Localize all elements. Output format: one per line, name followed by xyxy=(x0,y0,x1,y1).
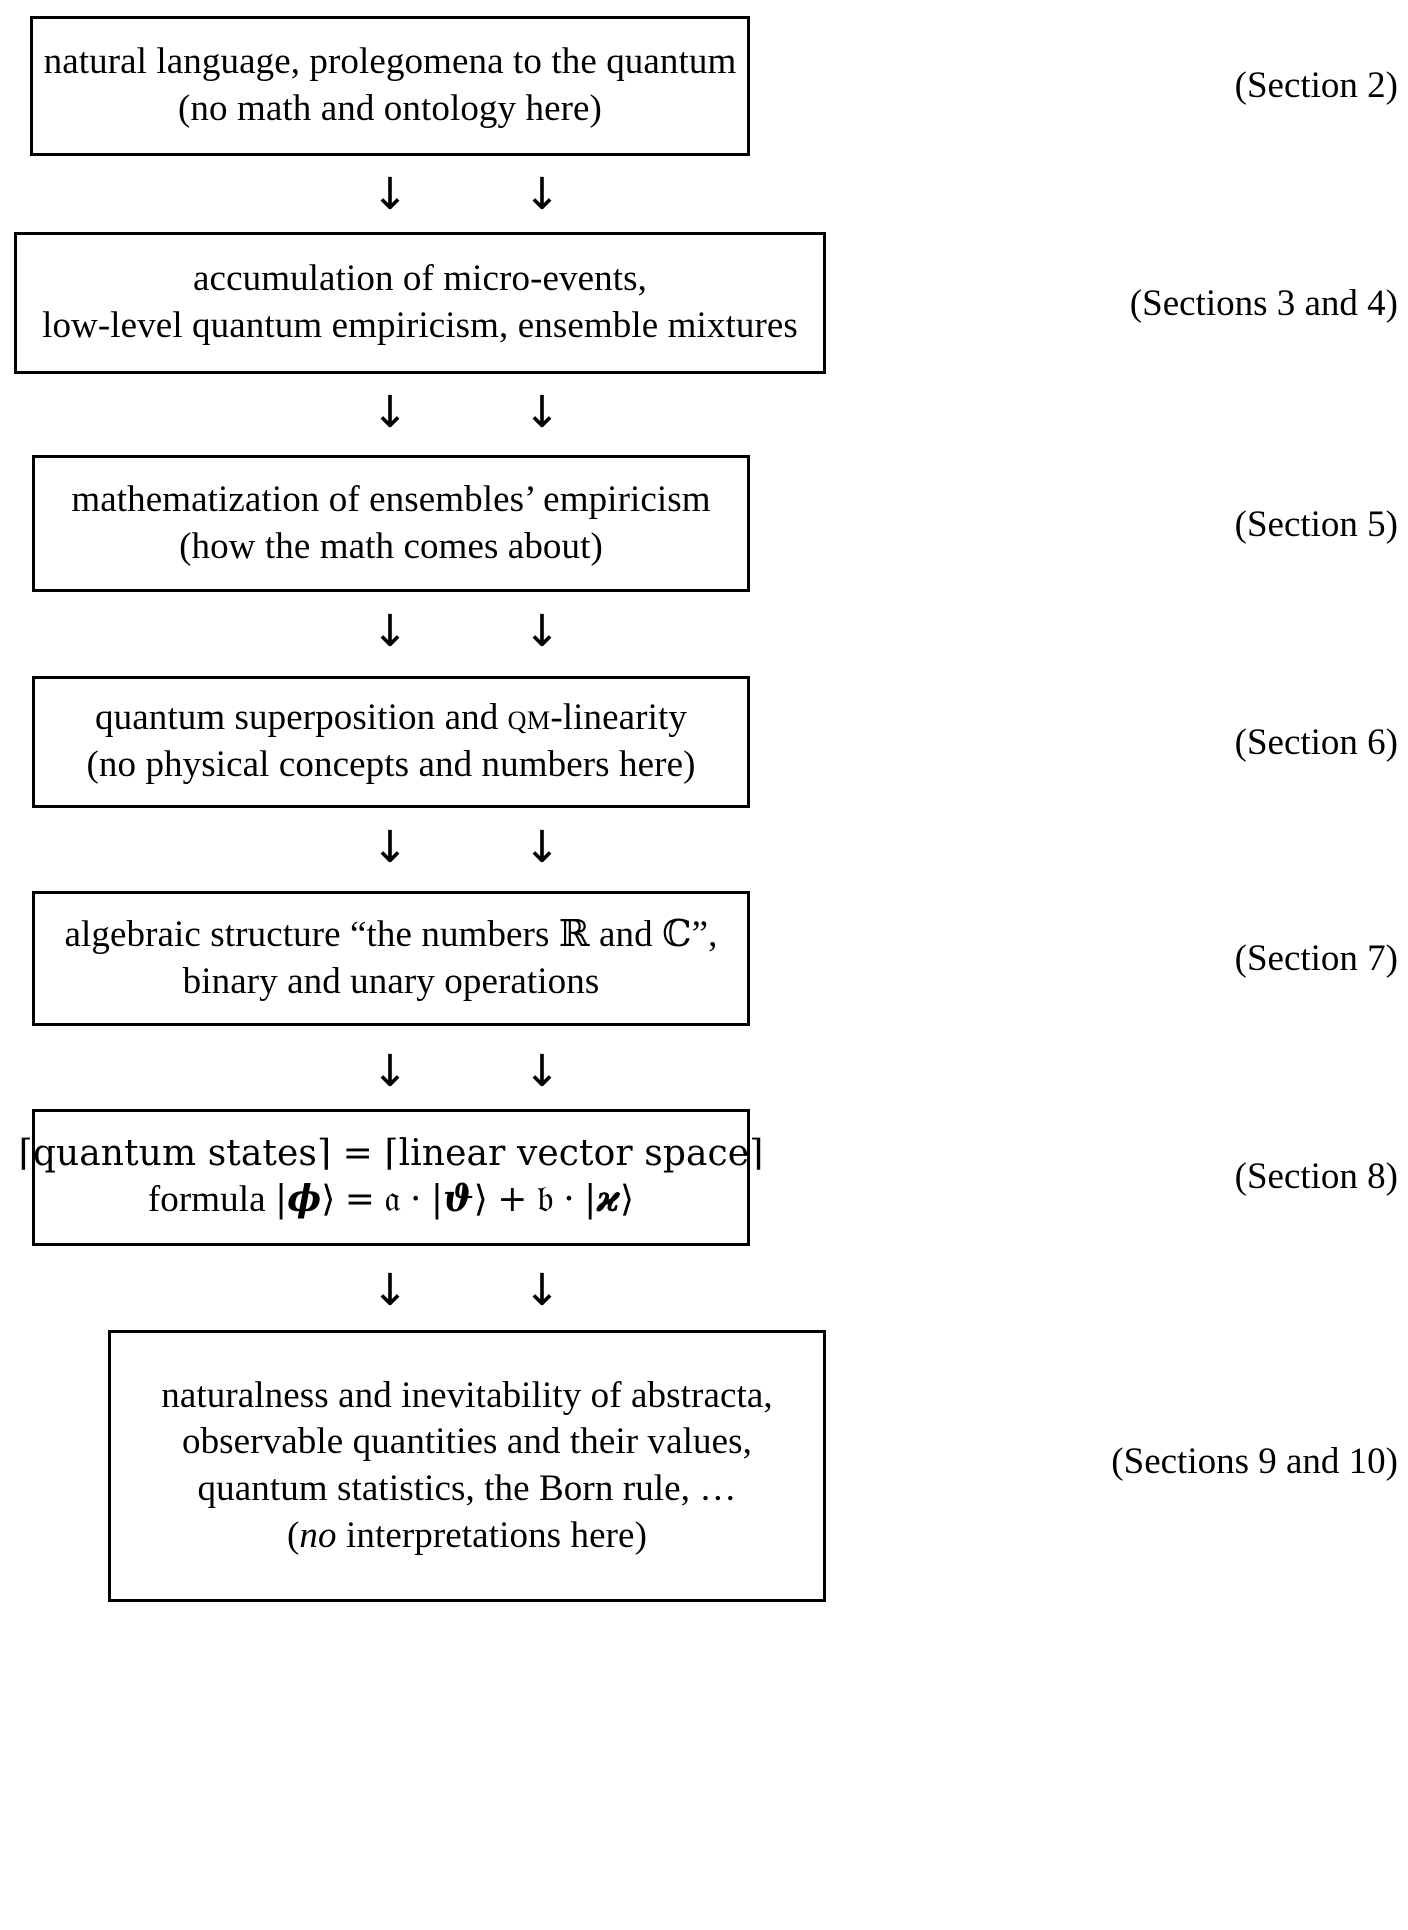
down-arrow-icon: ↓ xyxy=(371,822,409,873)
arrows-2-to-3: ↓ ↓ xyxy=(0,386,1408,442)
down-arrow-icon: ↓ xyxy=(371,387,409,438)
stage-6-box: ⌈quantum states⌉ = ⌈linear vector space⌉… xyxy=(19,1109,763,1246)
stage-1-line-2: (no math and ontology here) xyxy=(178,88,602,129)
stage-1-box: natural language, prolegomena to the qua… xyxy=(30,16,750,156)
stage-7-line-3: quantum statistics, the Born rule, … xyxy=(197,1468,737,1509)
arrows-6-to-7: ↓ ↓ xyxy=(0,1264,1408,1320)
arrows-5-to-6: ↓ ↓ xyxy=(0,1045,1408,1101)
stage-3-section-note: (Section 5) xyxy=(1234,504,1398,545)
stage-7-line-1: naturalness and inevitability of abstrac… xyxy=(161,1374,773,1416)
stage-3-line-1: mathematization of ensembles’ empiricism xyxy=(71,478,711,520)
stage-2-section-note: (Sections 3 and 4) xyxy=(1129,283,1398,324)
ket-chi: |𝝒⟩ xyxy=(584,1178,635,1221)
stage-4-line-1: quantum superposition and QM-linearity xyxy=(95,697,687,739)
ket-phi: |𝝑⟩ xyxy=(430,1178,488,1221)
stage-5-box: algebraic structure “the numbers ℝ and ℂ… xyxy=(32,891,750,1026)
down-arrow-icon: ↓ xyxy=(523,822,561,873)
down-arrow-icon: ↓ xyxy=(371,169,409,220)
stage-7-line-2: observable quantities and their values, xyxy=(181,1421,753,1463)
stage-6-section-note: (Section 8) xyxy=(1234,1156,1398,1197)
down-arrow-icon: ↓ xyxy=(523,1046,561,1097)
down-arrow-icon: ↓ xyxy=(523,169,561,220)
stage-7-box: naturalness and inevitability of abstrac… xyxy=(108,1330,826,1602)
down-arrow-icon: ↓ xyxy=(523,387,561,438)
stage-6-line-1: ⌈quantum states⌉ = ⌈linear vector space⌉ xyxy=(18,1133,764,1175)
down-arrow-icon: ↓ xyxy=(371,1046,409,1097)
stage-5-line-2: binary and unary operations xyxy=(182,960,600,1002)
stage-7-line-4: (no interpretations here) xyxy=(286,1514,648,1556)
stage-4-line-2: (no physical concepts and numbers here) xyxy=(86,744,696,785)
stage-2-line-2: low-level quantum empiricism, ensemble m… xyxy=(42,305,798,346)
stage-4-section-note: (Section 6) xyxy=(1234,722,1398,763)
stage-1-section-note: (Section 2) xyxy=(1234,65,1398,106)
arrows-3-to-4: ↓ ↓ xyxy=(0,605,1408,661)
stage-6-line-2: formula |𝝓⟩ = 𝔞 · |𝝑⟩ + 𝔟 · |𝝒⟩ xyxy=(147,1177,635,1221)
stage-1-line-1: natural language, prolegomena to the qua… xyxy=(43,41,737,83)
stage-2-line-1: accumulation of micro-events, xyxy=(193,258,647,300)
down-arrow-icon: ↓ xyxy=(523,606,561,657)
qm-smallcaps: QM xyxy=(507,697,551,739)
down-arrow-icon: ↓ xyxy=(371,606,409,657)
down-arrow-icon: ↓ xyxy=(371,1265,409,1316)
stage-3-box: mathematization of ensembles’ empiricism… xyxy=(32,455,750,592)
arrows-1-to-2: ↓ ↓ xyxy=(0,168,1408,224)
no-italic: no xyxy=(299,1514,337,1556)
ket-psi: |𝝓⟩ xyxy=(275,1178,336,1221)
stage-5-line-1: algebraic structure “the numbers ℝ and ℂ… xyxy=(64,913,718,955)
stage-5-section-note: (Section 7) xyxy=(1234,938,1398,979)
stage-3-line-2: (how the math comes about) xyxy=(179,525,603,567)
arrows-4-to-5: ↓ ↓ xyxy=(0,821,1408,877)
stage-4-box: quantum superposition and QM-linearity (… xyxy=(32,676,750,808)
stage-2-box: accumulation of micro-events, low-level … xyxy=(14,232,826,374)
stage-7-section-note: (Sections 9 and 10) xyxy=(1111,1441,1398,1482)
down-arrow-icon: ↓ xyxy=(523,1265,561,1316)
